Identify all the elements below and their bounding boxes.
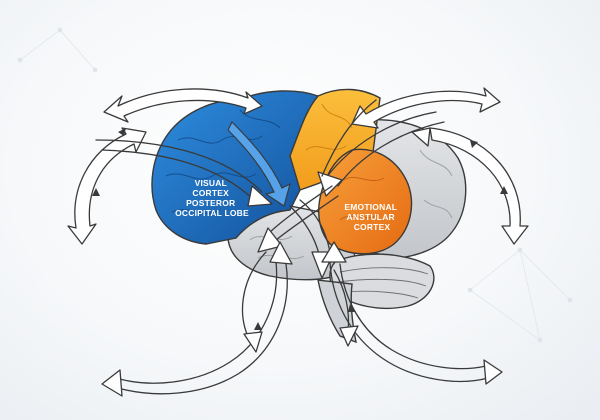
arrow-top-left (103, 88, 263, 123)
background-network (17, 27, 573, 343)
arrow-right-arc (411, 127, 529, 245)
emotional-cortex-region (318, 148, 413, 255)
arrow-left-arc (67, 127, 147, 245)
blue-inward-arrow (227, 120, 291, 207)
arrow-bottom-right (321, 241, 503, 385)
arrow-top-right (351, 87, 501, 129)
arrow-left-inward (95, 139, 273, 207)
brain: VISUAL CORTEX POSTEROR OCCIPITAL LOBE EM… (151, 88, 467, 344)
visual-cortex-label: VISUAL CORTEX POSTEROR OCCIPITAL LOBE (175, 178, 249, 218)
emotional-cortex-label: EMOTIONAL ANSTULAR CORTEX (344, 202, 399, 232)
brain-stem (317, 279, 357, 344)
arrows (67, 87, 529, 397)
gyri-lines (165, 109, 281, 214)
arrow-right-inward (317, 99, 445, 197)
arc-ticks (92, 128, 508, 330)
arrow-bottom-left (101, 241, 293, 397)
